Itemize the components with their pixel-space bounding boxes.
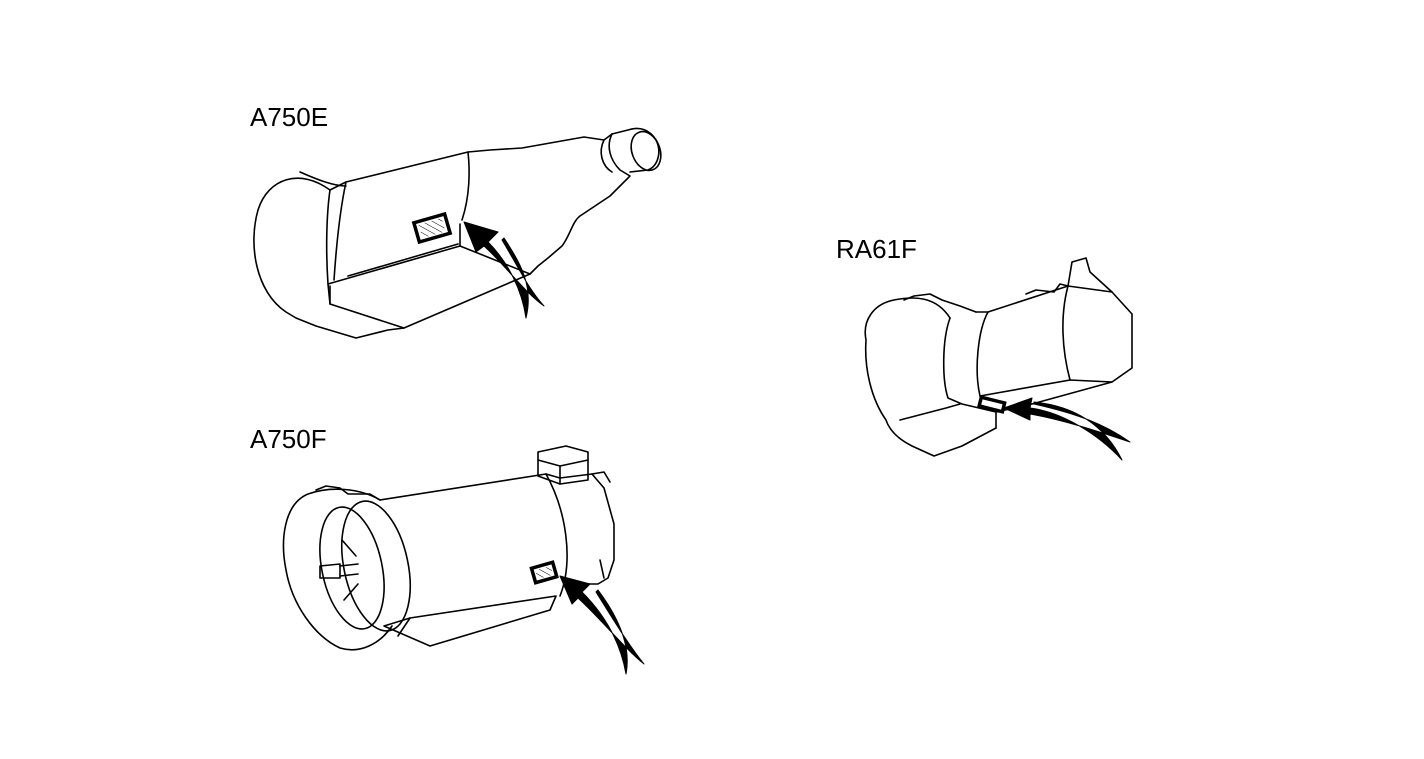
ra61f-transfer-case (987, 285, 1133, 413)
label-a750f: A750F (250, 424, 327, 454)
a750f-transmission (282, 445, 645, 675)
a750e-extension-housing (461, 151, 470, 221)
a750e-transmission (253, 127, 662, 339)
a750f-main-case (379, 473, 615, 585)
label-ra61f: RA61F (836, 234, 917, 264)
a750e-main-case (329, 133, 613, 191)
ra61f-id-plate (977, 395, 1007, 414)
a750f-extension-box (537, 445, 589, 485)
label-a750e: A750E (250, 102, 329, 132)
a750f-bell-housing (282, 488, 393, 651)
a750f-arrow-icon (559, 575, 645, 675)
a750e-arrow-icon (463, 221, 545, 319)
a750f-oil-pan (383, 595, 557, 647)
a750e-bell-housing (253, 177, 405, 339)
ra61f-transmission (864, 257, 1133, 461)
ra61f-arrow-icon (1003, 397, 1131, 461)
ra61f-bell-housing (864, 297, 997, 457)
